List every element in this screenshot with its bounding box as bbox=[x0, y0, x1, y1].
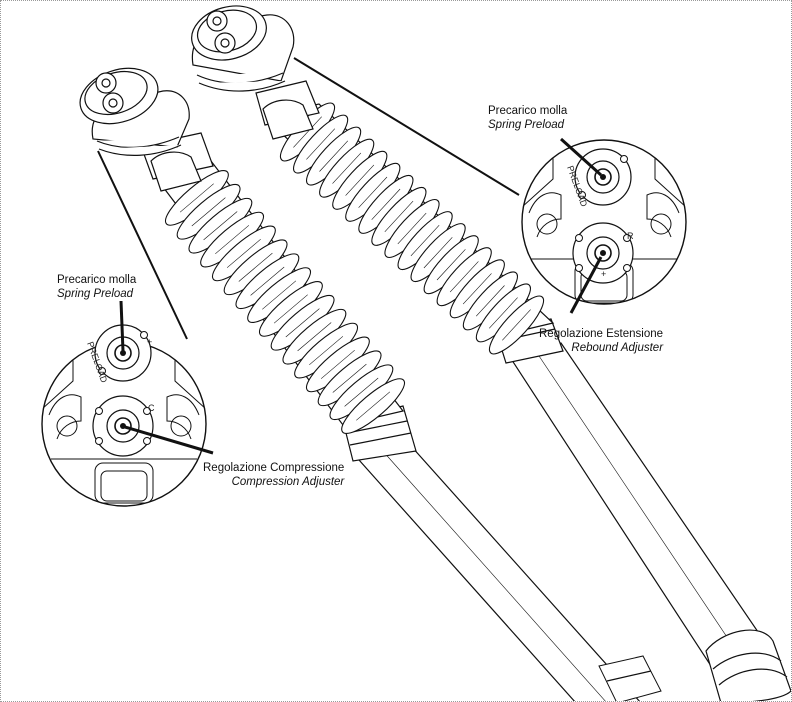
right-spring-coil bbox=[306, 128, 336, 160]
rebound-label-it: Regolazione Estensione bbox=[539, 328, 664, 340]
right-spring-coil bbox=[358, 176, 388, 208]
left-spring-coil bbox=[356, 391, 391, 421]
left-spring-coil bbox=[215, 225, 250, 255]
left-spring-coil bbox=[191, 197, 226, 227]
right-spring-coil bbox=[384, 200, 414, 233]
rebound-label: Regolazione Estensione Rebound Adjuster bbox=[539, 327, 663, 355]
left-compression-letter: C bbox=[148, 403, 155, 413]
left-spring-coil bbox=[297, 322, 332, 352]
left-spring bbox=[164, 170, 406, 434]
right-spring-coil bbox=[488, 297, 518, 329]
right-fork-leg bbox=[191, 5, 791, 701]
right-preload-label: Precarico molla Spring Preload bbox=[488, 104, 567, 132]
left-preload-label-it: Precarico molla bbox=[57, 274, 137, 286]
rebound-label-en: Rebound Adjuster bbox=[571, 342, 664, 354]
left-spring-coil bbox=[250, 266, 285, 296]
right-spring-coil bbox=[345, 164, 375, 196]
left-spring-coil bbox=[262, 280, 297, 310]
compression-label: Regolazione Compressione Compression Adj… bbox=[203, 461, 344, 489]
compression-pointer bbox=[124, 425, 214, 455]
left-spring-coil bbox=[226, 238, 261, 268]
left-spring-coil bbox=[238, 252, 273, 282]
right-spring-coil bbox=[319, 140, 349, 172]
left-spring-coil bbox=[320, 349, 355, 379]
right-rebound-plus: + bbox=[601, 269, 606, 279]
right-spring-coil bbox=[371, 188, 401, 220]
rebound-pointer bbox=[569, 256, 603, 314]
left-preload-label: Precarico molla Spring Preload bbox=[57, 273, 136, 301]
left-preload-plus: + bbox=[147, 337, 152, 347]
left-spring-coil bbox=[344, 377, 379, 407]
right-spring-coil bbox=[293, 116, 322, 148]
left-spring-coil bbox=[273, 294, 308, 324]
left-spring-coil bbox=[309, 336, 344, 366]
right-preload-label-en: Spring Preload bbox=[488, 119, 565, 131]
right-spring-coil bbox=[475, 285, 505, 317]
right-spring-coil bbox=[410, 224, 440, 257]
compression-label-en: Compression Adjuster bbox=[231, 476, 345, 488]
right-cap-detail: PRELOAD R + bbox=[521, 137, 687, 314]
left-cap-leader-line bbox=[97, 150, 188, 340]
right-spring bbox=[279, 102, 545, 355]
right-spring-coil bbox=[462, 273, 492, 305]
left-cap-detail: PRELOAD C + bbox=[41, 300, 214, 507]
right-spring-coil bbox=[502, 309, 531, 341]
left-preload-pointer bbox=[119, 300, 125, 352]
left-spring-coil bbox=[179, 183, 214, 213]
left-spring-coil bbox=[285, 308, 320, 338]
right-spring-coil bbox=[436, 249, 466, 281]
right-preload-label-it: Precarico molla bbox=[488, 105, 568, 117]
compression-label-it: Regolazione Compressione bbox=[203, 462, 345, 474]
right-cap-leader-line bbox=[293, 57, 520, 196]
right-preload-pointer bbox=[559, 137, 603, 177]
right-spring-coil bbox=[449, 261, 479, 293]
right-spring-coil bbox=[332, 152, 362, 184]
right-rebound-letter: R bbox=[627, 231, 634, 241]
left-preload-label-en: Spring Preload bbox=[57, 288, 134, 300]
left-spring-coil bbox=[332, 363, 367, 393]
right-spring-coil bbox=[397, 212, 427, 245]
right-fork-cap bbox=[191, 5, 295, 92]
right-spring-coil bbox=[423, 237, 453, 269]
left-spring-coil bbox=[203, 211, 238, 241]
left-fork-cap bbox=[79, 67, 190, 156]
left-fork-leg bbox=[79, 67, 662, 701]
